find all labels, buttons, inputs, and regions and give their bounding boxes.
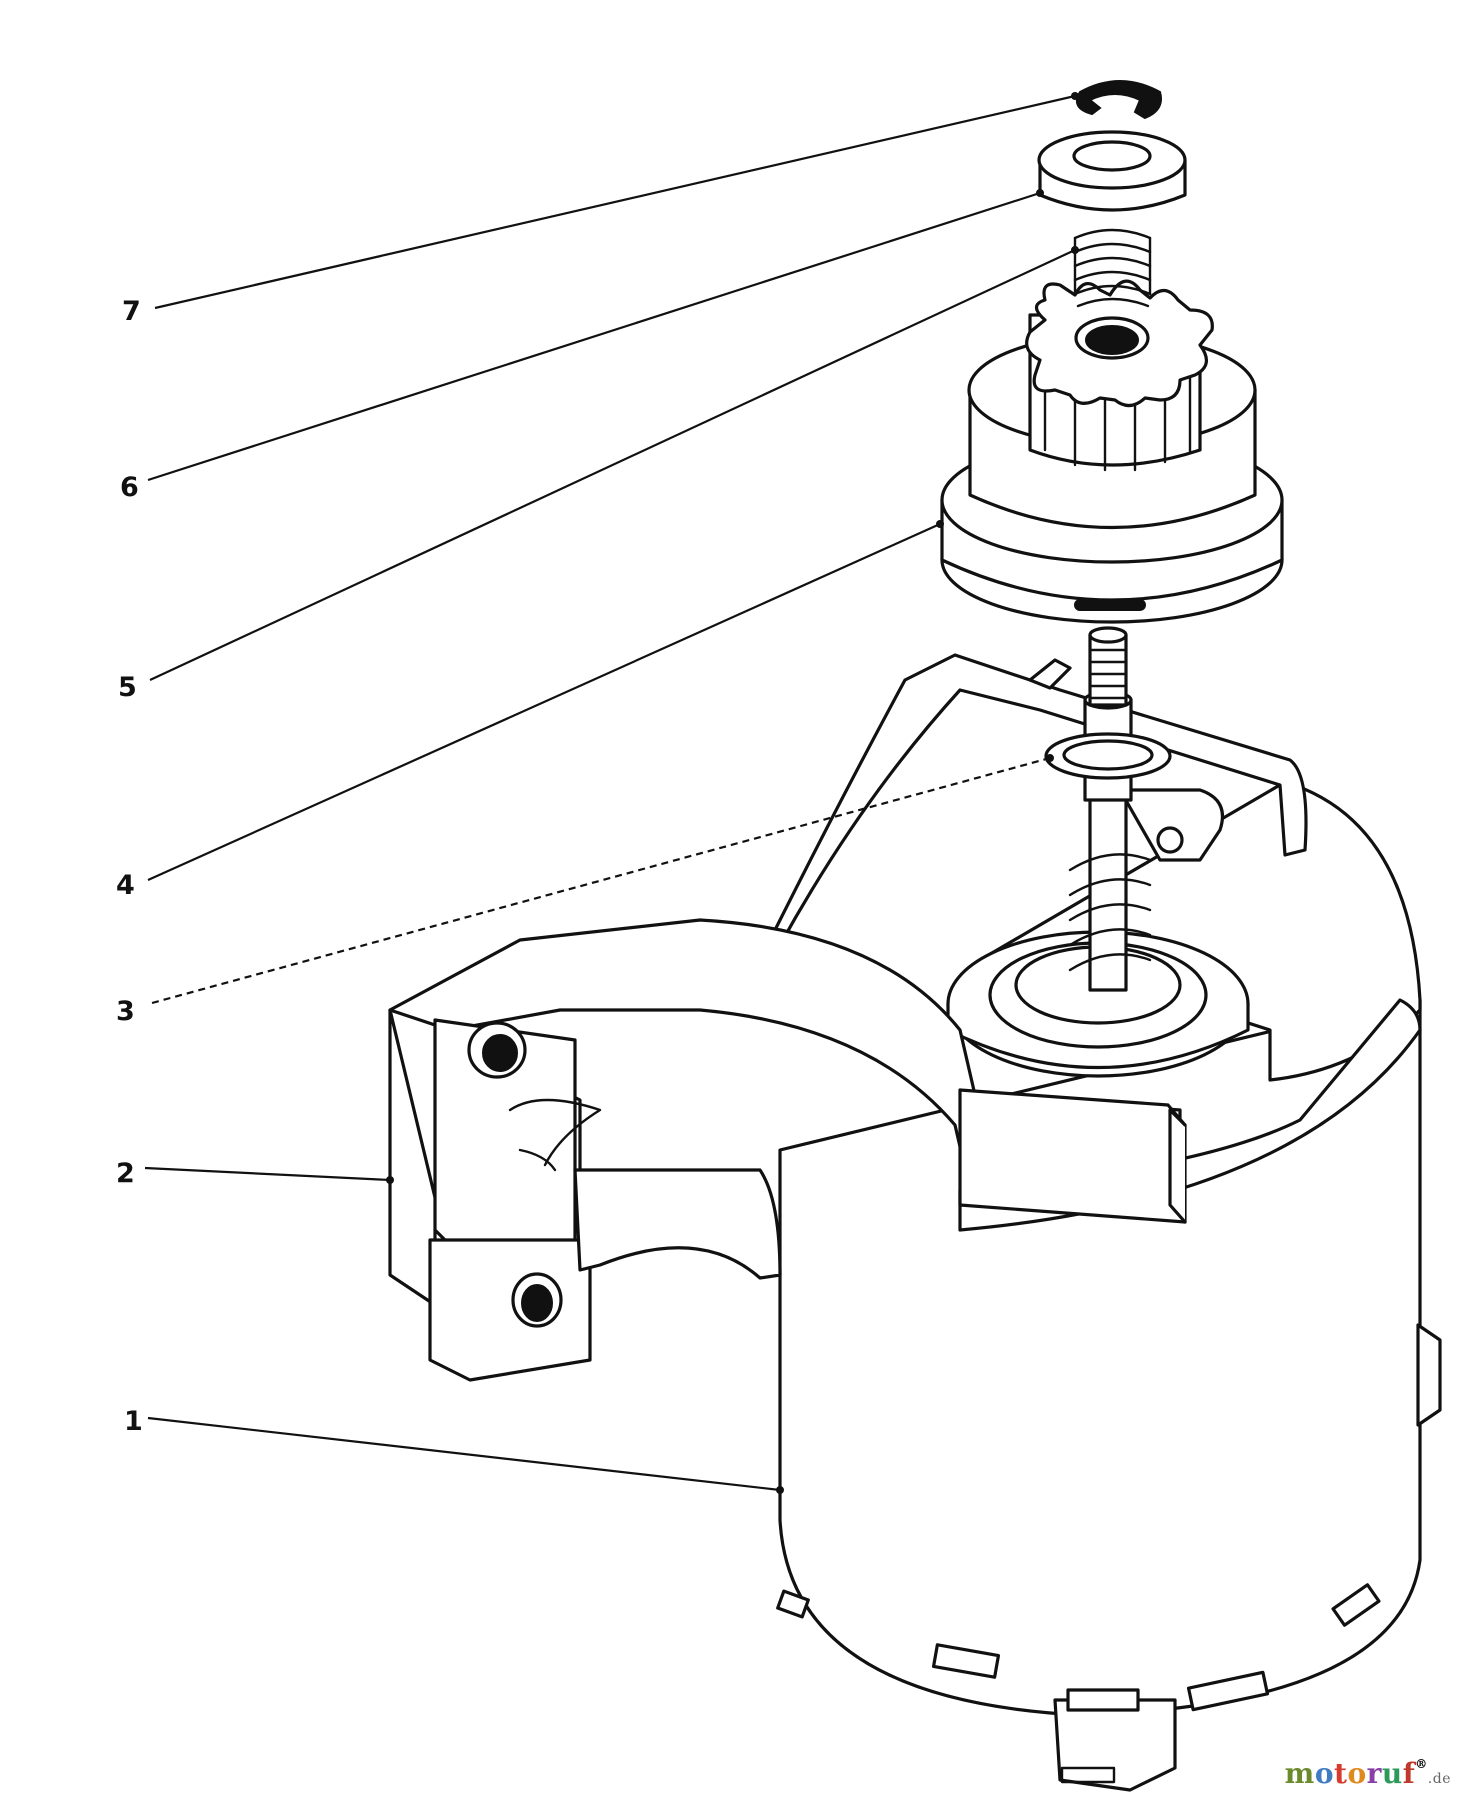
leader-line-2 [144, 1166, 391, 1182]
retaining-clip-part [1076, 80, 1162, 120]
callout-4: 4 [116, 870, 135, 901]
watermark-letter-5: r [1366, 1757, 1382, 1790]
watermark-letter-6: u [1381, 1757, 1403, 1790]
watermark-registered-mark: ® [1415, 1757, 1428, 1771]
callout-6: 6 [120, 472, 139, 503]
spring-cup-part [1037, 130, 1187, 212]
leader-line-1 [147, 1416, 781, 1492]
callout-7: 7 [122, 296, 141, 327]
watermark-letter-7: f [1402, 1757, 1416, 1790]
watermark-letter-3: t [1334, 1757, 1348, 1790]
callout-1: 1 [124, 1406, 143, 1437]
watermark-letter-2: o [1314, 1757, 1334, 1790]
leader-line-4 [147, 522, 941, 882]
leader-lines [144, 92, 1079, 1494]
watermark-letter-1: m [1284, 1757, 1315, 1790]
watermark-letter-4: o [1347, 1757, 1367, 1790]
callout-3: 3 [116, 996, 135, 1027]
thrust-washer-part [1044, 732, 1172, 780]
leader-line-7 [154, 94, 1076, 310]
leader-line-5 [149, 249, 1076, 681]
mounting-bracket-part [388, 918, 1187, 1382]
motoruf-watermark-logo: motoruf®.de [1285, 1757, 1451, 1790]
motor-housing-part [776, 998, 1442, 1792]
callout-5: 5 [118, 672, 137, 703]
leader-line-6 [147, 191, 1041, 482]
pinion-gear-part [940, 279, 1284, 624]
callout-numbers: 7 6 5 4 3 2 1 [116, 296, 143, 1437]
watermark-tld: .de [1427, 1771, 1451, 1787]
anti-drift-spring-part [1073, 228, 1152, 308]
callout-2: 2 [116, 1158, 135, 1189]
